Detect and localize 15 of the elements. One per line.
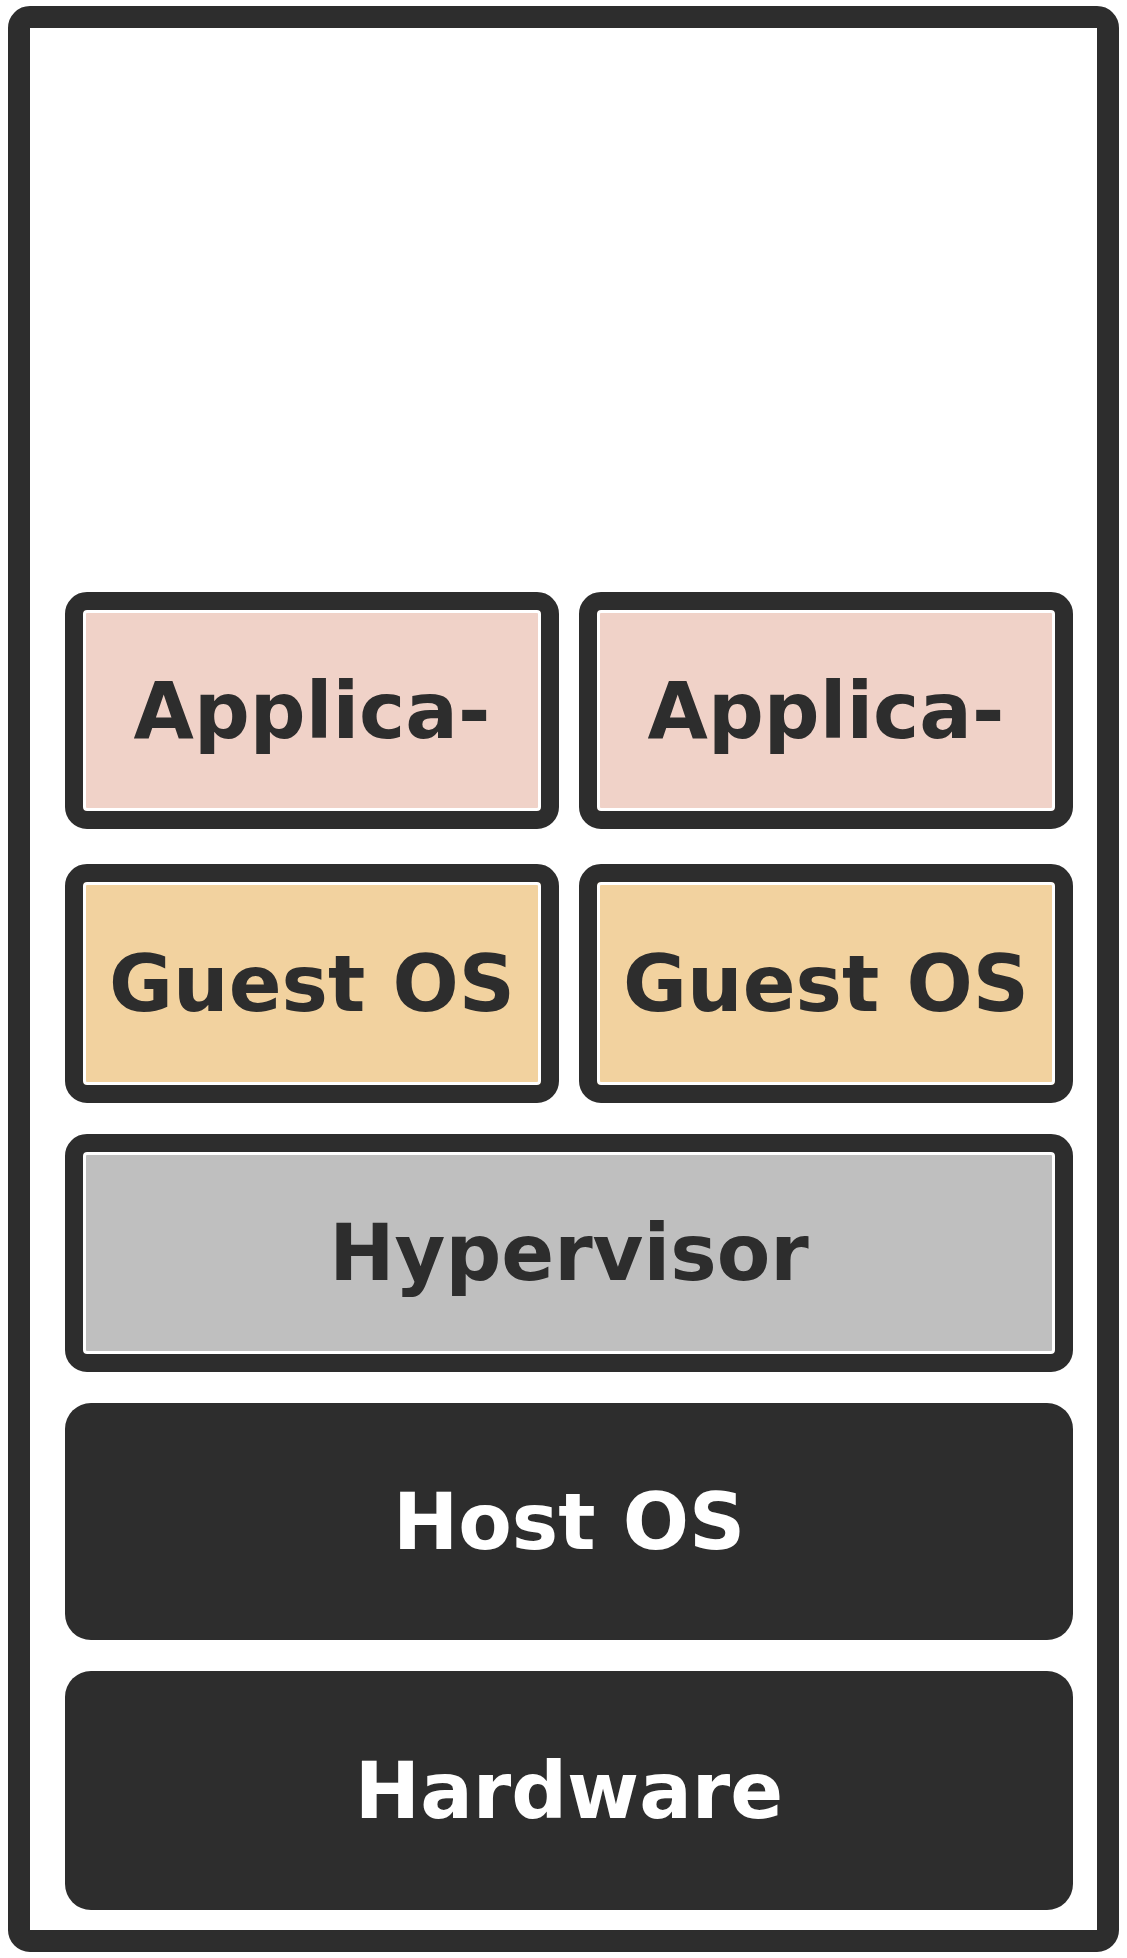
layer-label: Hardware [354, 1745, 784, 1836]
layer-label: Guest OS [109, 938, 515, 1029]
layer-box [579, 864, 1073, 1103]
layer-box [65, 864, 559, 1103]
layer-box [65, 1134, 1073, 1372]
layer-label: Host OS [392, 1476, 746, 1567]
layer-label: Applica- [647, 665, 1005, 756]
layer-label: Applica- [133, 665, 491, 756]
layer-label: Guest OS [623, 938, 1029, 1029]
layer-label: Hypervisor [329, 1208, 809, 1298]
layer-box [65, 1403, 1073, 1640]
layer-box [65, 1671, 1073, 1910]
frame-box [8, 6, 1119, 1952]
layer-box [579, 592, 1073, 829]
layer-box [65, 592, 559, 829]
